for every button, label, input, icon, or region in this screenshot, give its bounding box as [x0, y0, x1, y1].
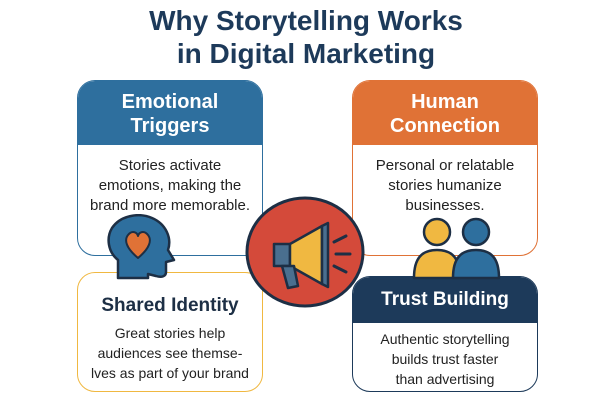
human-heading-line-1: Human [411, 91, 479, 113]
human-text-line: Personal or relatable [375, 157, 515, 174]
trust-building-heading: Trust Building [353, 277, 537, 323]
emotional-triggers-text: Stories activate emotions, making the br… [78, 156, 262, 216]
emotional-triggers-heading: Emotional Triggers [78, 81, 262, 145]
emotional-heading-line-1: Emotional [121, 91, 219, 113]
shared-identity-heading: Shared Identity [101, 295, 239, 316]
emotional-text-line: Stories activate [118, 157, 222, 174]
trust-text-line: than advertising [395, 371, 495, 387]
trust-text-line: builds trust faster [391, 351, 499, 367]
page-title: Why Storytelling Works in Digital Market… [0, 4, 612, 70]
shared-text-line: lves as part of your brand [91, 365, 249, 381]
trust-building-text: Authentic storytelling builds trust fast… [353, 329, 537, 389]
people-icon [412, 217, 501, 280]
human-connection-text: Personal or relatable stories humanize b… [353, 156, 537, 216]
human-text-line: businesses. [405, 197, 485, 214]
shared-text-line: audiences see themse- [97, 345, 243, 361]
emotional-heading-line-2: Triggers [130, 115, 210, 137]
trust-text-line: Authentic storytelling [380, 331, 510, 347]
shared-identity-text: Great stories help audiences see themse-… [78, 323, 262, 383]
megaphone-icon [245, 196, 365, 308]
title-line-2: in Digital Marketing [176, 38, 436, 69]
emotional-text-line: emotions, making the [98, 177, 242, 194]
human-heading-line-2: Connection [390, 115, 500, 137]
emotional-triggers-card: Emotional Triggers Stories activate emot… [77, 80, 263, 256]
emotional-text-line: brand more memorable. [89, 197, 251, 214]
human-text-line: stories humanize [388, 177, 502, 194]
shared-identity-card: Shared Identity Great stories help audie… [77, 272, 263, 392]
human-connection-heading: Human Connection [353, 81, 537, 145]
title-line-1: Why Storytelling Works [149, 5, 463, 36]
head-heart-icon [107, 214, 176, 280]
shared-text-line: Great stories help [114, 325, 226, 341]
trust-building-card: Trust Building Authentic storytelling bu… [352, 276, 538, 392]
